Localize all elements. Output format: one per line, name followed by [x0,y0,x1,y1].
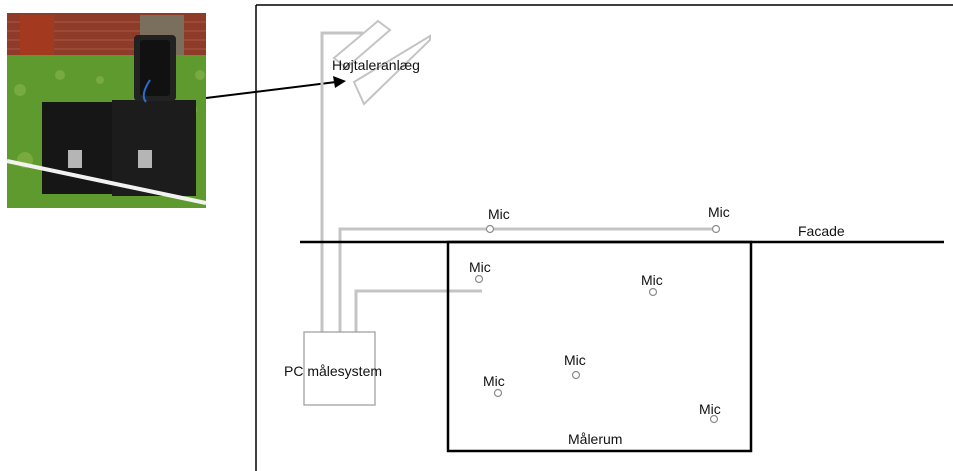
mic-1: Mic [485,206,510,234]
mic-2: Mic [708,204,730,234]
subwoofer-left [42,102,114,194]
mic-7-icon [709,414,719,424]
mic-7-label: Mic [699,401,721,417]
measurement-room [446,240,753,453]
mic-5-icon [571,370,581,380]
speaker-cable [320,31,363,332]
mic-2-label: Mic [708,204,730,220]
mic-4-label: Mic [641,272,663,288]
mic-1-label: Mic [488,206,510,222]
mic-6-label: Mic [483,373,505,389]
mic-5-label: Mic [564,352,586,368]
mic-3: Mic [469,259,491,284]
cables [320,31,716,332]
speaker-system-label: Højtaleranlæg [332,57,420,73]
speaker-symbol-icon [332,19,431,106]
photo-arrow [205,76,346,99]
mic-3-label: Mic [469,259,491,275]
mic-7: Mic [699,401,721,424]
mic-5: Mic [564,352,586,380]
speaker-photo [6,13,207,208]
mic-6-icon [493,388,503,398]
door [20,15,54,55]
measurement-room-label: Målerum [568,431,622,447]
rope [6,159,207,205]
mic-3-icon [474,274,484,284]
mic-2-icon [711,224,721,234]
facade-mic-cable [338,227,716,332]
subwoofer-right [112,100,196,196]
facade-label: Facade [798,223,845,239]
pc-system-box [303,331,376,406]
room-mic-cable [354,289,482,332]
mic-1-icon [485,224,495,234]
mic-4: Mic [641,272,663,297]
mic-4-icon [648,287,658,297]
mic-6: Mic [483,373,505,398]
pc-system-label: PC målesystem [284,363,382,379]
